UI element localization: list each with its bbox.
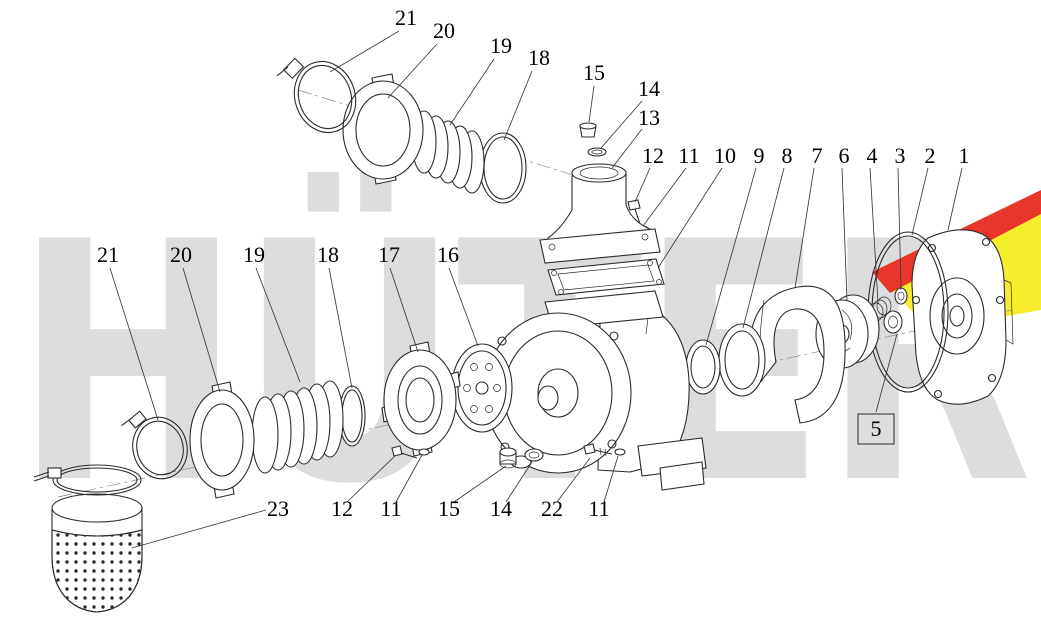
part-label-11-bottom: 11 xyxy=(380,496,401,521)
part-5-seal-body xyxy=(883,310,903,334)
part-label-21-left: 21 xyxy=(97,242,119,267)
part-label-13: 13 xyxy=(638,105,660,130)
part-label-21-top: 21 xyxy=(395,5,417,30)
part-21-hose-clamp-top xyxy=(276,57,357,134)
part-21-hose-clamp-left xyxy=(121,410,188,480)
part-15-plug-top xyxy=(579,122,597,138)
part-10-flange-gasket xyxy=(547,258,665,296)
part-labels: 21 20 19 18 15 14 13 12 11 10 9 8 7 6 4 … xyxy=(97,5,970,521)
part-label-5-box xyxy=(857,413,895,445)
part-23-strainer xyxy=(33,464,143,613)
part-13-discharge-elbow xyxy=(539,163,661,264)
part-label-15-bottom: 15 xyxy=(438,496,460,521)
part-16-valve-plate xyxy=(451,343,513,433)
part-14-washer-top xyxy=(587,147,607,157)
part-label-19-left: 19 xyxy=(243,242,265,267)
part-pump-housing xyxy=(484,290,707,491)
part-label-23: 23 xyxy=(267,496,289,521)
part-19-hose-top xyxy=(411,110,485,194)
part-20-coupling-left xyxy=(189,381,255,499)
part-label-20-left: 20 xyxy=(170,242,192,267)
part-label-14-bottom: 14 xyxy=(490,496,512,521)
part-label-11: 11 xyxy=(678,143,699,168)
leader-lines xyxy=(109,30,963,549)
part-label-15-top: 15 xyxy=(583,60,605,85)
part-label-12: 12 xyxy=(642,143,664,168)
part-label-7: 7 xyxy=(812,143,823,168)
part-label-14-top: 14 xyxy=(638,76,660,101)
part-1-back-plate xyxy=(911,229,1014,405)
part-18-o-ring-top xyxy=(479,132,527,204)
part-15-drain-plug xyxy=(499,447,517,469)
part-label-17: 17 xyxy=(378,242,400,267)
part-12-bolt xyxy=(627,199,641,225)
part-label-11-bottom-2: 11 xyxy=(588,496,609,521)
part-label-22: 22 xyxy=(541,496,563,521)
part-label-19-top: 19 xyxy=(490,33,512,58)
part-9-o-ring xyxy=(685,339,721,395)
part-14-washer-bottom xyxy=(524,448,544,462)
part-label-2: 2 xyxy=(925,143,936,168)
exploded-drawing xyxy=(33,57,1014,613)
part-label-9: 9 xyxy=(754,143,765,168)
part-22-bolt xyxy=(583,443,613,457)
part-label-18-top: 18 xyxy=(528,45,550,70)
part-11-washer-right xyxy=(614,448,626,456)
part-label-10: 10 xyxy=(714,143,736,168)
part-label-16: 16 xyxy=(437,242,459,267)
part-label-5: 5 xyxy=(871,416,882,441)
part-12-bolt-bottom xyxy=(391,445,418,459)
part-label-12-bottom: 12 xyxy=(331,496,353,521)
part-11-washer-bottom xyxy=(418,448,430,456)
part-8-seal-ring xyxy=(718,323,766,397)
part-label-8: 8 xyxy=(782,143,793,168)
part-20-coupling-top xyxy=(342,73,424,185)
part-label-4: 4 xyxy=(867,143,878,168)
part-label-1: 1 xyxy=(959,143,970,168)
part-label-3: 3 xyxy=(895,143,906,168)
part-3-seal-seat xyxy=(894,287,908,305)
part-19-hose-left xyxy=(251,380,344,474)
part-label-18-left: 18 xyxy=(317,242,339,267)
part-label-20-top: 20 xyxy=(433,18,455,43)
part-label-6: 6 xyxy=(839,143,850,168)
